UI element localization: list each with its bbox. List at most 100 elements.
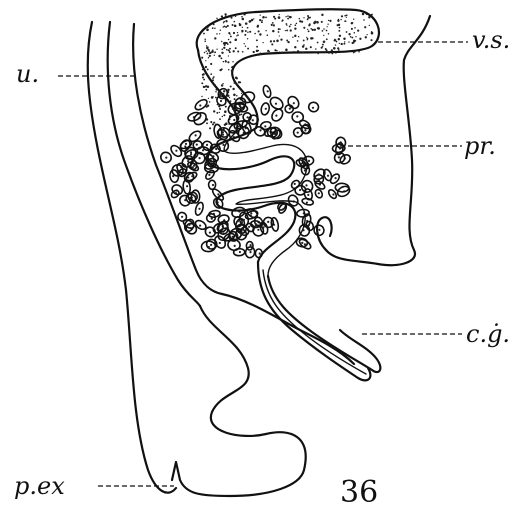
stipple-dot <box>306 37 307 38</box>
stipple-dot <box>338 24 340 26</box>
stipple-dot <box>260 14 261 15</box>
stipple-dot <box>247 31 248 32</box>
lobule-nucleus <box>234 245 236 247</box>
stipple-dot <box>317 42 319 44</box>
stipple-dot <box>285 49 288 52</box>
stipple-dot <box>235 38 238 41</box>
lobule-nucleus <box>250 244 252 246</box>
stipple-dot <box>219 112 220 113</box>
stipple-dot <box>234 25 237 28</box>
stipple-dot <box>279 14 280 15</box>
stipple-dot <box>341 15 343 17</box>
stipple-dot <box>281 51 283 53</box>
stipple-dot <box>316 21 319 24</box>
stipple-dot <box>226 49 228 51</box>
stipple-dot <box>219 33 220 34</box>
body-outline <box>88 16 430 496</box>
stipple-dot <box>230 100 232 102</box>
stipple-dot <box>225 20 227 22</box>
label-vs: v.s. <box>472 26 510 54</box>
stipple-dot <box>297 40 299 42</box>
stipple-dot <box>207 85 210 88</box>
lobule-nucleus <box>304 129 306 131</box>
lobule-nucleus <box>185 143 187 145</box>
stipple-dot <box>272 22 274 24</box>
stipple-dot <box>232 61 233 62</box>
stipple-dot <box>321 14 323 16</box>
stipple-dot <box>343 43 345 45</box>
lobule-nucleus <box>318 192 320 194</box>
lobule-nucleus <box>305 184 307 186</box>
stipple-dot <box>215 97 217 99</box>
stipple-dot <box>244 34 246 36</box>
stipple-dot <box>216 112 218 114</box>
lobule-nucleus <box>193 165 195 167</box>
stipple-dot <box>294 28 296 30</box>
lobule-nucleus <box>222 134 224 136</box>
stipple-dot <box>305 48 307 50</box>
stipple-dot <box>280 38 282 40</box>
stipple-dot <box>247 27 249 29</box>
lobule-nucleus <box>220 100 222 102</box>
stipple-dot <box>328 52 330 54</box>
stipple-dot <box>229 34 230 35</box>
stipple-dot <box>205 60 206 61</box>
stipple-dot <box>301 21 303 23</box>
stipple-dot <box>346 14 348 16</box>
stipple-dot <box>270 40 272 42</box>
stipple-dot <box>363 19 365 21</box>
stipple-dot <box>310 37 313 40</box>
lobule-nucleus <box>222 93 224 95</box>
stipple-dot <box>217 19 218 20</box>
stipple-dot <box>308 30 310 32</box>
stipple-dot <box>321 47 323 49</box>
vesicula-seminalis <box>197 9 379 132</box>
stipple-dot <box>346 17 347 18</box>
stipple-dot <box>222 116 223 117</box>
stipple-dot <box>323 28 325 30</box>
stipple-dot <box>232 108 234 110</box>
stipple-dot <box>223 42 225 44</box>
lobule-nucleus <box>219 242 221 244</box>
stipple-dot <box>322 44 324 46</box>
lobule-nucleus <box>217 193 219 195</box>
stipple-dot <box>228 39 230 41</box>
stipple-dot <box>219 107 221 109</box>
stipple-dot <box>299 18 301 20</box>
stipple-dot <box>203 33 205 35</box>
stipple-dot <box>229 48 231 50</box>
lobule-nucleus <box>165 157 167 159</box>
lobule-nucleus <box>306 202 308 204</box>
lobule-nucleus <box>181 216 183 218</box>
stipple-dot <box>212 79 214 81</box>
stipple-dot <box>253 51 255 53</box>
stipple-dot <box>251 19 253 21</box>
stipple-dot <box>239 23 241 25</box>
stipple-dot <box>315 48 317 50</box>
lobule-nucleus <box>196 144 198 146</box>
lobule-nucleus <box>199 104 201 106</box>
stipple-dot <box>369 25 370 26</box>
stipple-dot <box>290 29 292 31</box>
stipple-dot <box>317 27 319 29</box>
stipple-dot <box>302 45 304 47</box>
stipple-dot <box>216 89 218 91</box>
stipple-dot <box>234 111 236 113</box>
stipple-dot <box>273 24 275 26</box>
stipple-dot <box>353 41 355 43</box>
stipple-dot <box>211 96 214 99</box>
stipple-dot <box>337 47 339 49</box>
lobule-nucleus <box>199 157 201 159</box>
stipple-dot <box>364 26 366 28</box>
stipple-dot <box>339 43 340 44</box>
stipple-dot <box>353 52 354 53</box>
stipple-dot <box>209 55 211 57</box>
stipple-dot <box>368 16 370 18</box>
stipple-dot <box>344 15 346 17</box>
stipple-dot <box>303 44 305 46</box>
stipple-dot <box>227 25 229 27</box>
stipple-dot <box>271 24 273 26</box>
stipple-dot <box>201 96 202 97</box>
stipple-dot <box>262 42 263 43</box>
